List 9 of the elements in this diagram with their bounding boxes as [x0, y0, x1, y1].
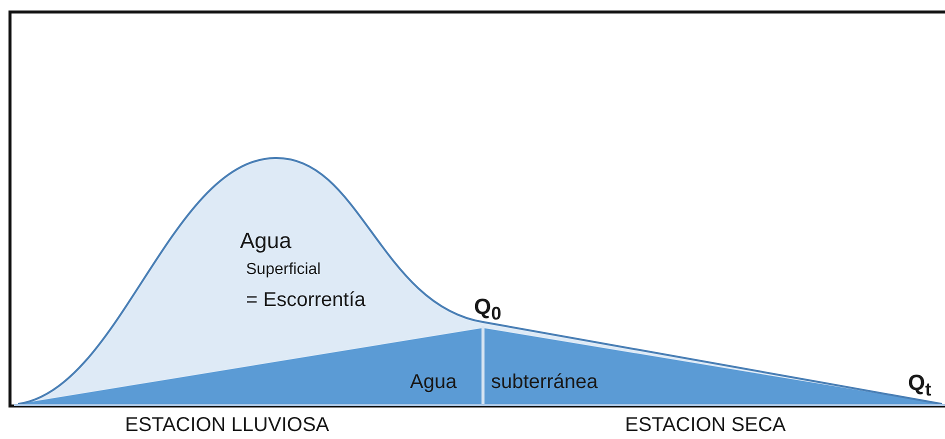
area-label: subterránea — [491, 372, 598, 392]
season-label: ESTACION LLUVIOSA — [125, 415, 330, 435]
discharge-label: Q$_{0}$ — [474, 296, 502, 323]
discharge-label: Q$_{t}$ — [908, 372, 932, 399]
area-label: Superficial — [246, 262, 321, 278]
season-label: ESTACION SECA — [625, 415, 786, 435]
area-label: Agua — [240, 230, 292, 252]
area-label: Agua — [410, 372, 457, 392]
area-label: = Escorrentía — [246, 290, 366, 310]
